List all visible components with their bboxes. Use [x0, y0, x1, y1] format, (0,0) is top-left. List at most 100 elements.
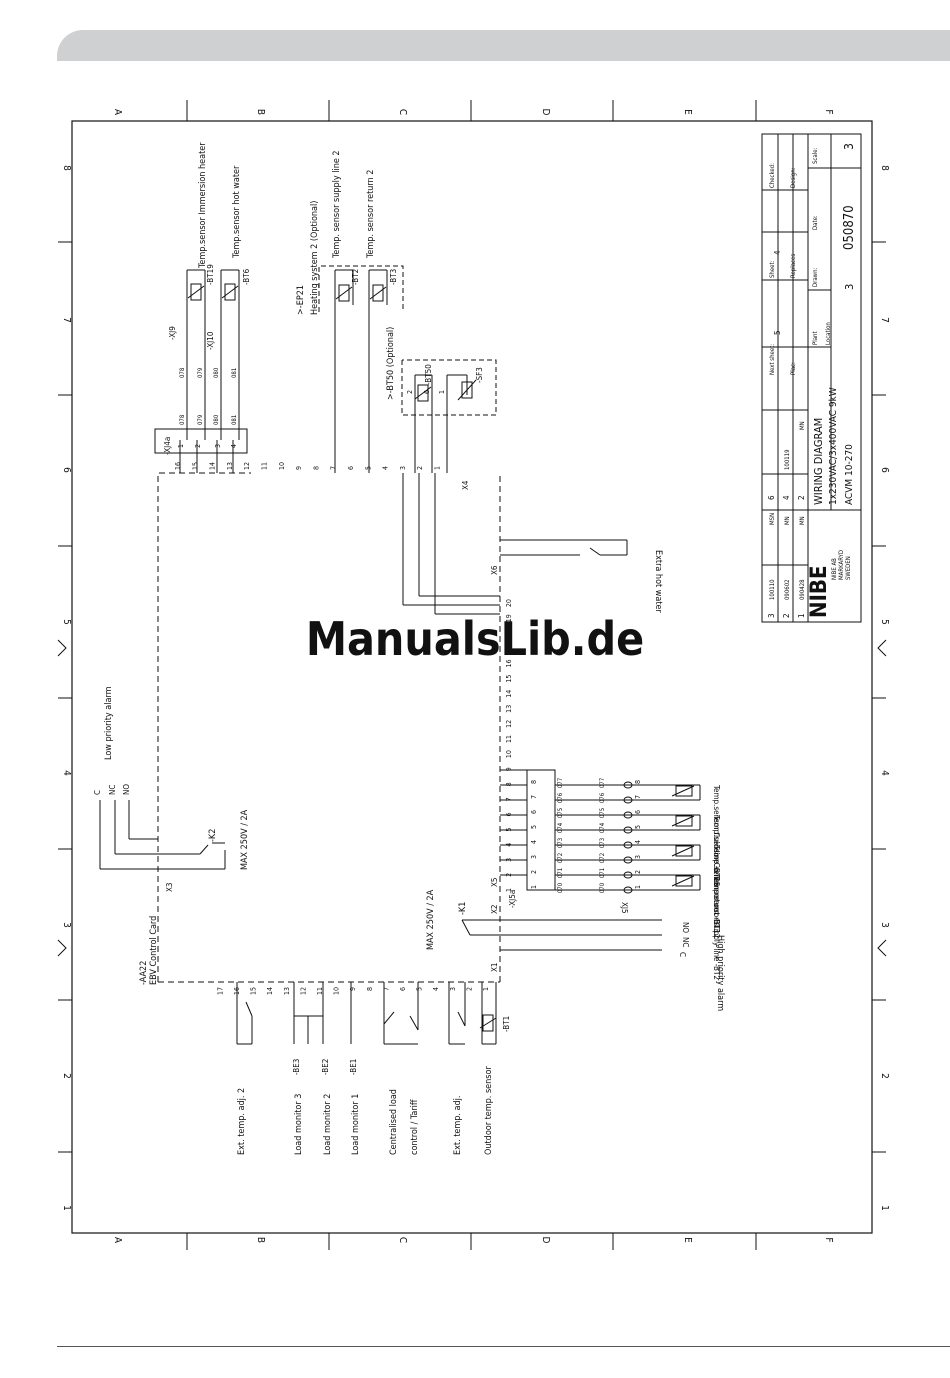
- top-label: Temp.sensor Immersion heater: [198, 142, 208, 269]
- frame-col-label: F: [823, 109, 834, 114]
- x5-wire-code: 076: [557, 792, 564, 803]
- x5-terminal-number: 13: [505, 705, 513, 713]
- revision-entry: MN: [799, 516, 806, 525]
- sensor-label: Temp.sensor Condensor out -BT12: [712, 814, 721, 938]
- x5-terminal-number: 5: [505, 828, 513, 832]
- extra-hw-label: Extra hot water: [653, 550, 663, 614]
- watermark: ManualsLib.de: [306, 612, 644, 666]
- x5-connector-pin: 7: [634, 795, 642, 799]
- xj4a-wire: 078: [179, 367, 186, 378]
- x5-terminal-number: 16: [505, 659, 513, 667]
- company-line: NIBE AB: [831, 558, 838, 580]
- x1-terminal-number: 17: [216, 987, 224, 995]
- frame-row-label: 1: [61, 1205, 72, 1211]
- title-field-label: Plant: [812, 331, 819, 345]
- x5-connector-pin: 2: [530, 870, 538, 874]
- drawing-number: 050870: [842, 205, 857, 250]
- relay-label: -K1: [458, 902, 468, 915]
- top-label: Temp. sensor return 2: [366, 170, 376, 259]
- x5-connector-pin: 4: [634, 840, 642, 844]
- x5-wire-code: 071: [599, 868, 606, 878]
- frame-row-label: 8: [61, 165, 72, 171]
- x5-wire-code: 075: [557, 808, 564, 818]
- top-label: Heating system 2 (Optional): [310, 201, 320, 315]
- x1-terminal-number: 15: [250, 987, 258, 995]
- x5-connector-pin: 3: [634, 855, 642, 859]
- x5-terminal-number: 9: [505, 767, 513, 771]
- x5-terminal-number: 12: [505, 720, 513, 728]
- x4-terminal-number: 3: [399, 466, 407, 470]
- frame-col-label: C: [397, 109, 408, 115]
- frame-row-label: 4: [61, 770, 72, 776]
- sensor-label: -BT50: [424, 364, 433, 385]
- connector-label: -XJ5a: [508, 890, 517, 908]
- x4-terminal-number: 8: [312, 466, 320, 470]
- x5-wire-code: 077: [599, 778, 606, 788]
- x5-wire-code: 073: [557, 838, 564, 848]
- revision-entry: 3: [767, 613, 776, 618]
- x1-terminal-number: 16: [233, 987, 241, 995]
- frame-row-label: 5: [879, 619, 890, 625]
- relay-contact-label: C: [678, 952, 687, 957]
- xj4a-wire: 081: [231, 368, 238, 378]
- xj4a-wire: 079: [197, 367, 204, 378]
- x4-terminal-number: 9: [295, 466, 303, 470]
- connector-label: -XJ9: [168, 326, 177, 340]
- xj4a-pin: 3: [214, 444, 222, 448]
- rating-label: MAX 250V / 2A: [240, 809, 250, 870]
- sensor-label: -BT3: [389, 269, 398, 285]
- x5-terminal-number: 4: [505, 843, 513, 847]
- sensor-label: Temp.sensor fluid line -BT15: [712, 784, 721, 887]
- revision-entry: MN: [784, 516, 791, 525]
- sensor-label: Temp.sensor return -BT3: [712, 844, 721, 933]
- title-field-value: 4: [773, 250, 782, 255]
- left-label: Outdoor temp. sensor: [484, 1066, 494, 1155]
- sensor-label: -BT19: [206, 264, 215, 285]
- revision-entry: 2: [797, 495, 806, 500]
- x5-terminal-number: 19: [505, 614, 513, 622]
- terminal-label: X4: [461, 480, 470, 490]
- frame-row-label: 2: [61, 1073, 72, 1079]
- title-field-label: Design:: [790, 167, 797, 188]
- relay-label: -K2: [208, 829, 218, 842]
- x5-wire-code: 077: [557, 778, 564, 788]
- x1-terminal-number: 7: [382, 987, 390, 991]
- x4-terminal-number: 6: [347, 466, 355, 470]
- x1-terminal-number: 8: [366, 987, 374, 991]
- top-label: >-BT50 (Optional): [386, 327, 396, 400]
- left-label: control / Tariff: [410, 1099, 420, 1155]
- sensor-label: -BE2: [321, 1059, 330, 1075]
- x1-terminal-number: 11: [316, 987, 324, 995]
- sensor-label: -SF3: [475, 367, 484, 383]
- title-field-label: Checked:: [769, 163, 776, 188]
- top-label: Temp. sensor supply line 2: [332, 150, 342, 259]
- frame-col-label: B: [255, 1237, 266, 1243]
- sheet-digit: 3: [842, 143, 856, 150]
- left-label: Ext. temp. adj.: [453, 1096, 463, 1155]
- terminal-label: X1: [490, 962, 499, 972]
- left-label: Load monitor 2: [323, 1094, 333, 1155]
- x5-connector-pin: 4: [530, 840, 538, 844]
- x1-terminal-number: 5: [416, 987, 424, 991]
- x5-wire-code: 070: [599, 882, 606, 893]
- relay-contact-label: NO: [122, 784, 131, 795]
- x1-terminal-number: 12: [299, 987, 307, 995]
- x5-wire-code: 071: [557, 868, 564, 878]
- x5-terminal-number: 10: [505, 750, 513, 758]
- title-field-label: Sheet:: [769, 260, 776, 278]
- page-header-band: [57, 30, 950, 61]
- bt50-pin: 1: [438, 390, 446, 394]
- x5-terminal-number: 15: [505, 675, 513, 683]
- x1-terminal-number: 4: [432, 987, 440, 991]
- x1-terminal-number: 3: [449, 987, 457, 991]
- page-footer-rule: [57, 1346, 950, 1347]
- frame-row-label: 3: [879, 922, 890, 928]
- x5-connector-pin: 2: [634, 870, 642, 874]
- card-name: EBV Control Card: [149, 916, 159, 985]
- x5-connector-pin: 6: [530, 810, 538, 814]
- frame-row-label: 2: [879, 1073, 890, 1079]
- relay-contact-label: C: [93, 790, 102, 795]
- x4-terminal-number: 15: [191, 462, 199, 470]
